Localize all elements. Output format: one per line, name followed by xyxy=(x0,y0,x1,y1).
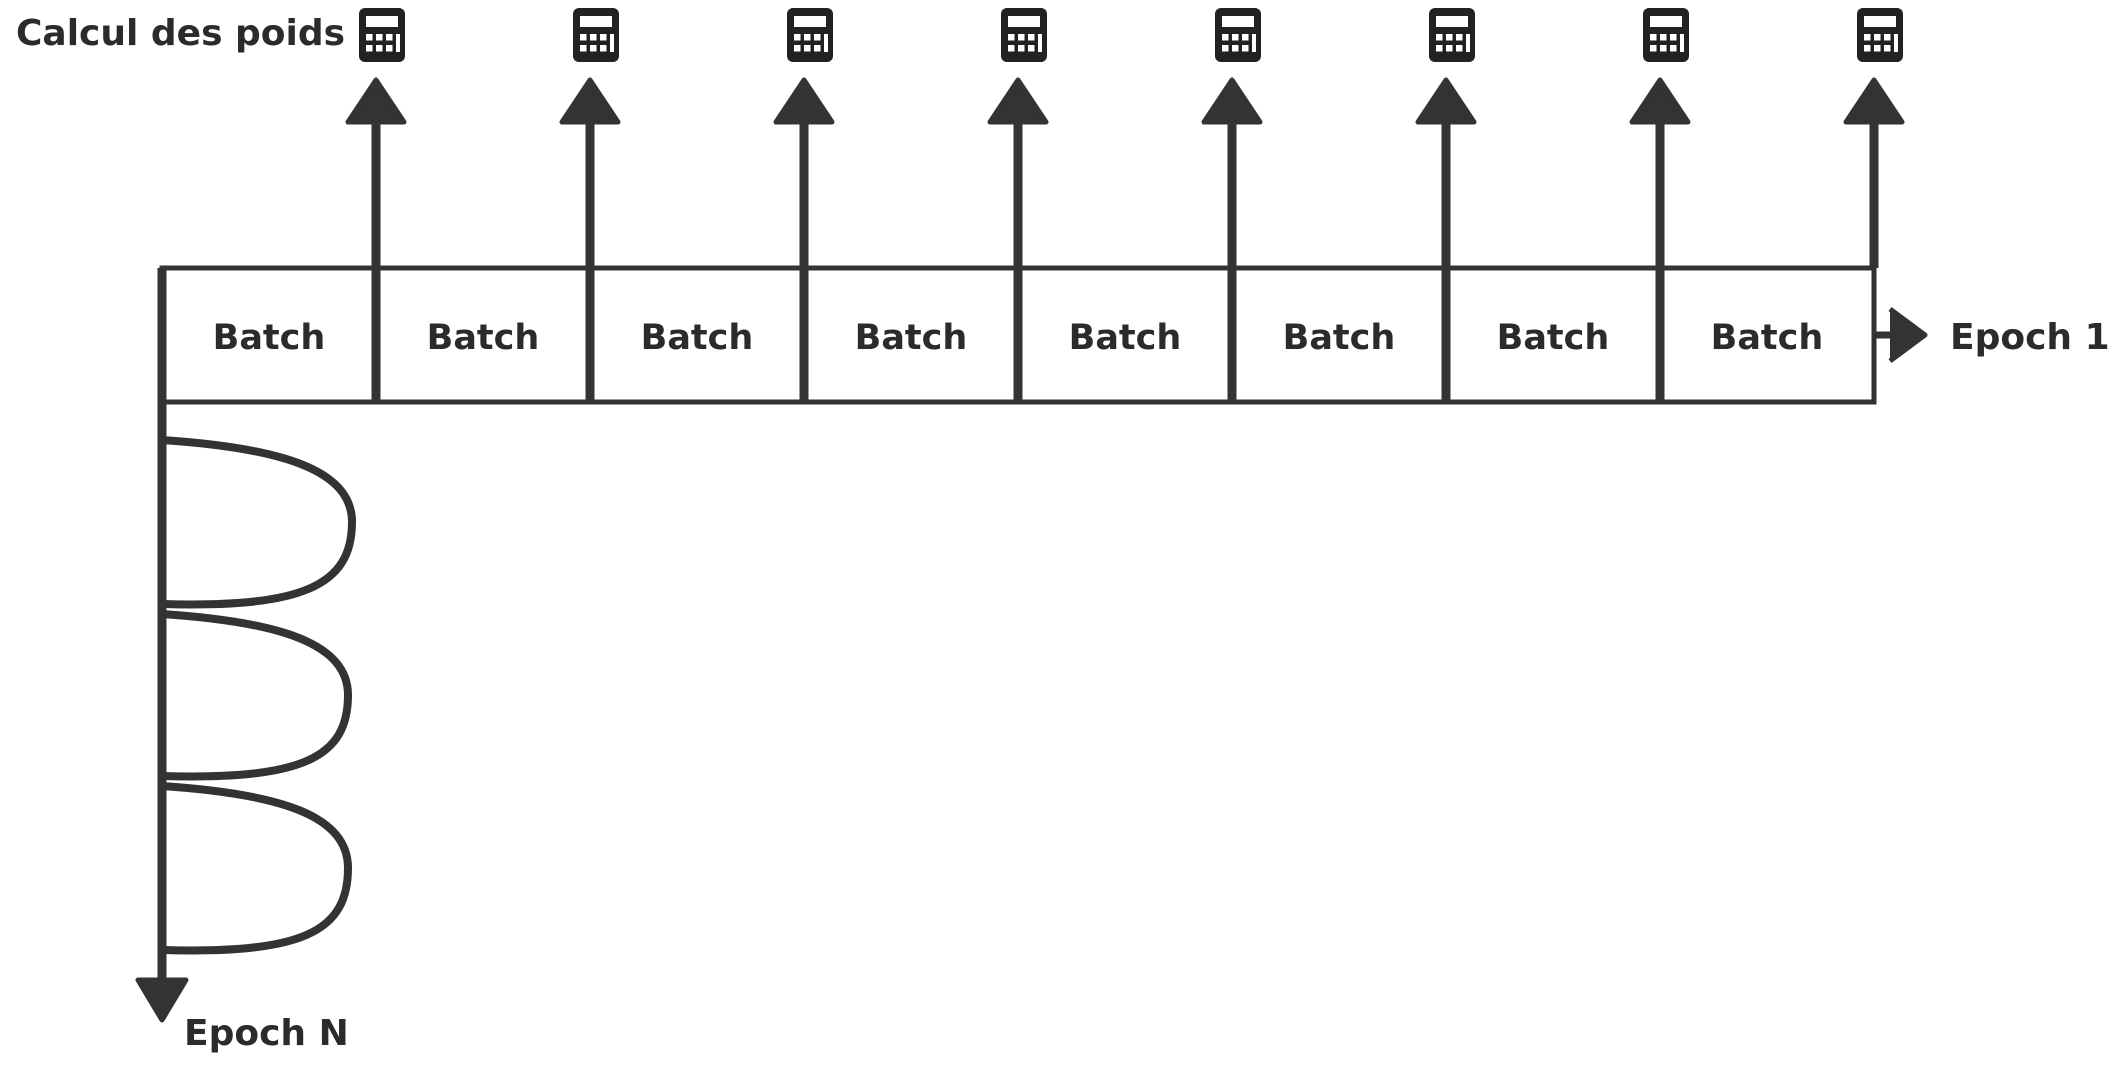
calculator-icon xyxy=(359,8,405,62)
epoch-1-arrow-head xyxy=(1888,306,1928,364)
batch-label: Batch xyxy=(1282,318,1396,358)
batch-label: Batch xyxy=(212,318,326,358)
update-arrow-head xyxy=(987,77,1049,125)
epoch-1-label: Epoch 1 xyxy=(1950,317,2110,358)
batch-label: Batch xyxy=(426,318,540,358)
epoch-axis-head xyxy=(135,977,189,1023)
calculator-icon xyxy=(1215,8,1261,62)
update-arrow-head xyxy=(345,77,407,125)
calculator-icon xyxy=(1857,8,1903,62)
update-arrow-head xyxy=(1201,77,1263,125)
update-arrow-head xyxy=(559,77,621,125)
calculator-icon xyxy=(1429,8,1475,62)
batch-label: Batch xyxy=(1068,318,1182,358)
calculator-icon xyxy=(573,8,619,62)
title-label: Calcul des poids xyxy=(16,13,346,54)
epoch-loop xyxy=(161,436,357,609)
batch-label: Batch xyxy=(1710,318,1824,358)
update-arrow-head xyxy=(1415,77,1477,125)
epoch-n-label: Epoch N xyxy=(184,1013,349,1054)
calculator-icon xyxy=(1001,8,1047,62)
epoch-loop xyxy=(161,782,353,955)
calculator-icon xyxy=(787,8,833,62)
epoch-loop xyxy=(161,610,353,781)
batch-label: Batch xyxy=(1496,318,1610,358)
batch-label: Batch xyxy=(640,318,754,358)
update-arrow-head xyxy=(1629,77,1691,125)
calculator-icon xyxy=(1643,8,1689,62)
update-arrow-head xyxy=(1843,77,1905,125)
batch-label: Batch xyxy=(854,318,968,358)
update-arrow-head xyxy=(773,77,835,125)
